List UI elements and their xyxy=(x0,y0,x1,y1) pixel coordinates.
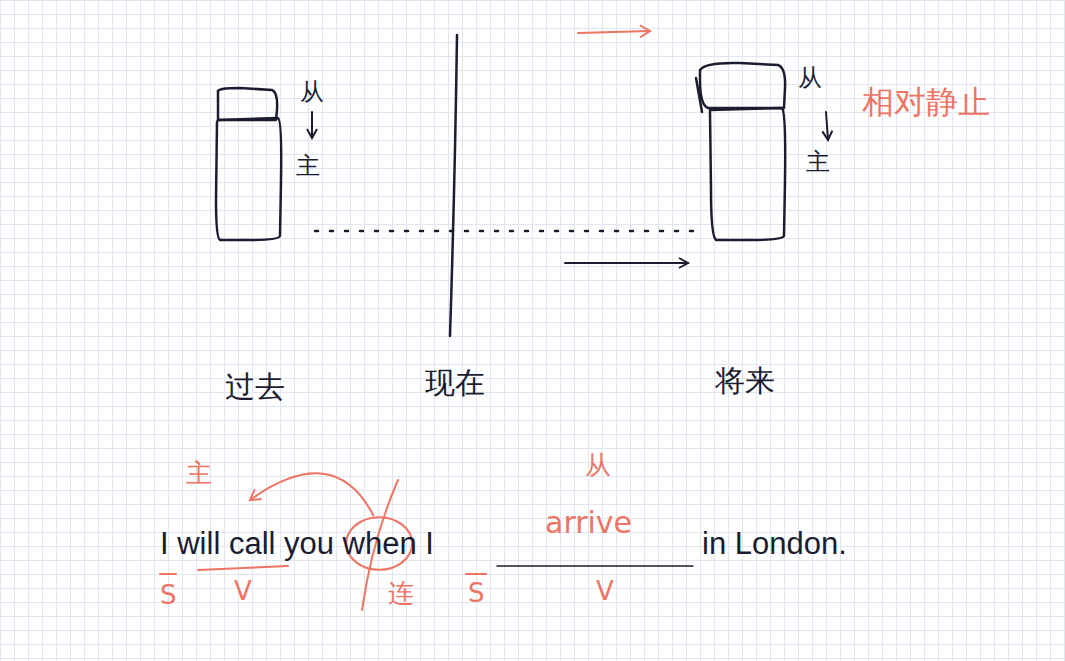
clause-block xyxy=(710,108,785,240)
grammar-tag: S xyxy=(468,580,485,606)
stroke xyxy=(696,78,702,112)
answer-text: arrive xyxy=(545,508,632,538)
time-label: 将来 xyxy=(715,366,775,396)
clause-block xyxy=(218,88,277,120)
time-label: 现在 xyxy=(425,368,485,398)
underline xyxy=(198,566,288,570)
sentence-text: I will call you when I xyxy=(160,528,434,559)
grammar-tag: V xyxy=(234,578,252,604)
down-arrow xyxy=(826,112,828,140)
clause-block xyxy=(700,63,785,108)
grammar-tag: 从 xyxy=(585,452,611,478)
time-label: 过去 xyxy=(225,372,285,402)
dotted-line xyxy=(315,230,705,233)
grammar-tag: V xyxy=(596,578,614,604)
grammar-tag: S xyxy=(160,582,177,608)
answer-blank xyxy=(497,565,693,567)
curved-arrow xyxy=(250,473,373,515)
sentence-text: in London. xyxy=(702,528,847,559)
clause-tag: 从 xyxy=(798,66,822,90)
clause-block xyxy=(216,118,281,240)
clause-tag: 主 xyxy=(806,150,830,174)
direction-arrow xyxy=(565,262,688,264)
timeline-divider xyxy=(450,35,457,336)
annotation: 相对静止 xyxy=(862,86,990,118)
clause-tag: 主 xyxy=(296,154,320,178)
direction-arrow xyxy=(578,31,650,33)
underline xyxy=(160,573,176,575)
down-arrow xyxy=(311,112,313,138)
annotation: 主 xyxy=(186,460,212,486)
clause-tag: 从 xyxy=(300,80,324,104)
underline xyxy=(466,573,486,575)
grammar-tag: 连 xyxy=(388,580,414,606)
